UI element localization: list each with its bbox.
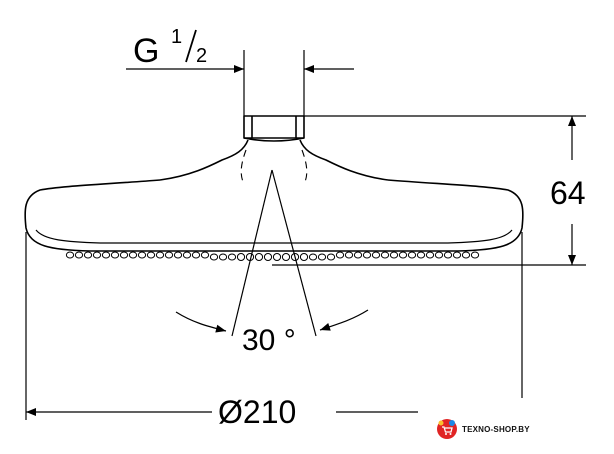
- nozzle: [137, 251, 147, 259]
- nozzle: [101, 251, 111, 259]
- nozzle: [317, 253, 327, 261]
- height-dimension: [272, 115, 586, 266]
- nozzle: [146, 251, 156, 259]
- nozzle: [74, 251, 84, 259]
- nozzle: [155, 251, 165, 259]
- nozzle: [65, 251, 75, 259]
- nozzle: [425, 251, 435, 259]
- diameter-dimension: [25, 232, 523, 420]
- nozzle: [200, 251, 210, 259]
- nozzle: [227, 253, 237, 261]
- nozzle: [281, 253, 291, 261]
- nozzle: [434, 251, 444, 259]
- nozzle: [398, 251, 408, 259]
- nozzle: [92, 251, 102, 259]
- angle-label: 30 °: [242, 324, 296, 357]
- nozzle: [335, 251, 345, 259]
- thread-dimension: [126, 50, 354, 116]
- nozzle: [191, 251, 201, 259]
- nozzle: [83, 251, 93, 259]
- shop-logo-icon: [437, 419, 457, 439]
- hidden-lines: [240, 149, 308, 185]
- nozzle: [416, 251, 426, 259]
- nozzle: [443, 251, 453, 259]
- watermark: TEXNO-SHOP.BY: [436, 416, 530, 442]
- thread-letter: G: [133, 32, 159, 70]
- watermark-text: TEXNO-SHOP.BY: [462, 424, 530, 434]
- nozzle: [407, 251, 417, 259]
- nozzle: [326, 253, 336, 261]
- nozzle: [173, 251, 183, 259]
- shower-body: [24, 179, 524, 252]
- nozzle: [389, 251, 399, 259]
- thread-fraction-denominator: 2: [196, 45, 207, 67]
- nozzle-row: [65, 251, 480, 261]
- nozzle: [362, 251, 372, 259]
- nozzle: [182, 251, 192, 259]
- thread-fraction-numerator: 1: [171, 26, 182, 48]
- nozzle: [236, 253, 246, 261]
- nozzle: [344, 251, 354, 259]
- fraction-slash: [185, 29, 197, 63]
- height-label: 64: [550, 175, 586, 211]
- nozzle: [110, 251, 120, 259]
- shower-head-outline: [24, 115, 524, 252]
- diameter-label: Ø210: [218, 394, 296, 430]
- nozzle: [218, 253, 228, 261]
- nozzle: [380, 251, 390, 259]
- nozzle: [308, 253, 318, 261]
- nozzle: [353, 251, 363, 259]
- nozzle: [452, 251, 462, 259]
- nozzle: [254, 253, 264, 261]
- nozzle: [263, 253, 273, 261]
- nozzle: [461, 251, 471, 259]
- nozzle: [272, 253, 282, 261]
- shower-neck: [159, 139, 389, 181]
- nozzle: [470, 251, 480, 259]
- nozzle: [119, 251, 129, 259]
- connector-nut: [243, 115, 305, 139]
- nozzle: [299, 253, 309, 261]
- angle-dimension: [175, 169, 369, 337]
- nozzle: [371, 251, 381, 259]
- nozzle: [128, 251, 138, 259]
- nozzle: [209, 253, 219, 261]
- nozzle: [164, 251, 174, 259]
